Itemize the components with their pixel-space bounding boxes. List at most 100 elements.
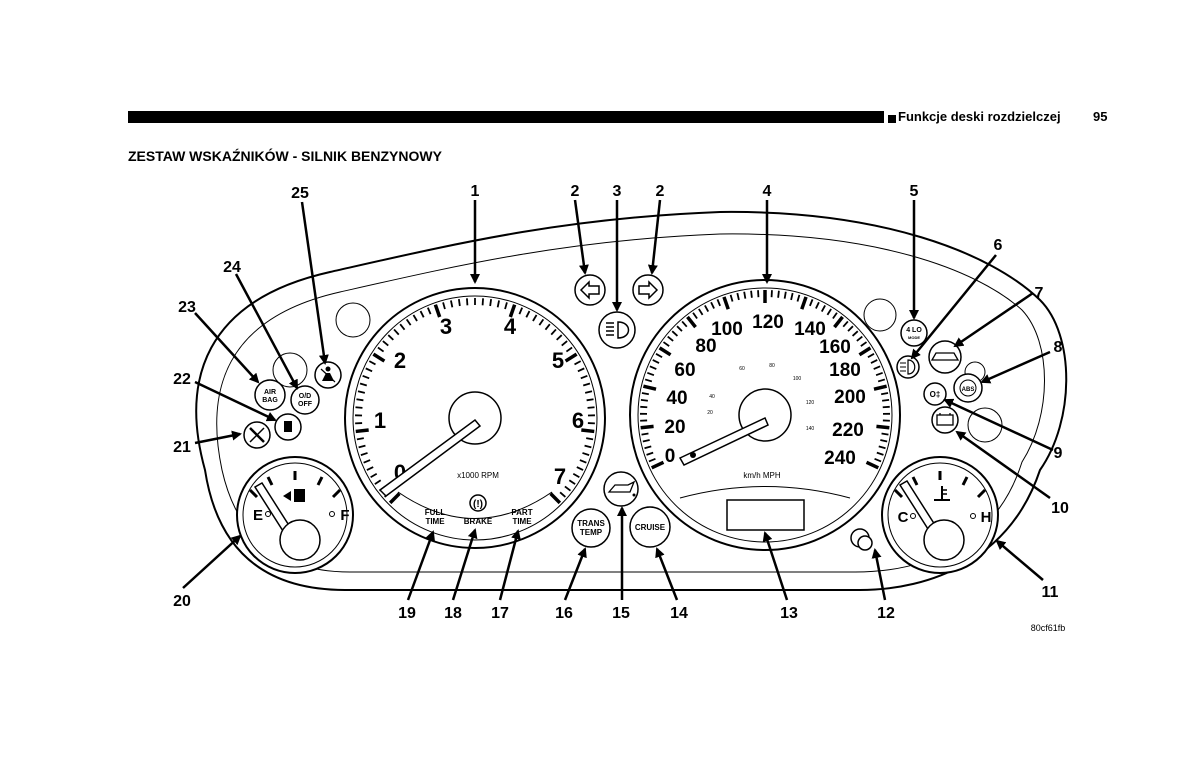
indicator-rear-fog: O‡	[923, 382, 947, 406]
callout-8: 8	[1054, 339, 1063, 356]
callout-1: 1	[471, 183, 480, 200]
tach-indicator-panel	[397, 491, 553, 519]
minor-tick	[867, 353, 875, 359]
callout-15: 15	[612, 605, 630, 622]
minor-tick	[667, 335, 674, 342]
kmh-number-60: 60	[674, 360, 695, 381]
callout-16: 16	[555, 605, 573, 622]
callout-14: 14	[670, 605, 688, 622]
trip-reset-knob	[850, 528, 873, 551]
minor-tick	[676, 325, 683, 332]
major-tick	[650, 460, 665, 470]
minor-tick	[356, 398, 364, 402]
indicator-abs: ABS	[953, 373, 983, 403]
minor-tick	[374, 479, 382, 485]
minor-tick	[847, 325, 854, 332]
svg-text:OFF: OFF	[298, 401, 313, 408]
high-beam-icon	[617, 321, 630, 339]
mph-number-80: 80	[769, 363, 775, 369]
mph-number-100: 100	[793, 376, 802, 382]
major-tick	[640, 424, 654, 430]
kmh-number-200: 200	[834, 387, 866, 408]
minor-tick	[647, 371, 655, 377]
lamp-housing	[967, 407, 1003, 443]
minor-tick	[565, 346, 573, 353]
needle-stop-pin	[690, 452, 696, 458]
minor-tick	[860, 341, 868, 347]
temp-hub	[923, 519, 965, 561]
kmh-number-240: 240	[824, 448, 856, 469]
mph-number-120: 120	[806, 400, 815, 406]
minor-tick	[365, 367, 373, 373]
arrow-right-icon	[638, 280, 659, 300]
indicator-part-time: PART TIME	[511, 508, 532, 526]
minor-tick	[387, 334, 394, 341]
minor-tick	[880, 439, 888, 443]
major-tick	[581, 428, 595, 434]
major-tick	[658, 346, 672, 357]
minor-tick	[366, 466, 374, 471]
minor-tick	[716, 299, 721, 307]
callout-7: 7	[1035, 285, 1044, 302]
indicator-fog-lamp	[896, 355, 920, 379]
minor-tick	[370, 472, 378, 479]
minor-tick	[851, 330, 859, 337]
turn-signal-left	[574, 274, 606, 306]
high-beam-indicator	[598, 311, 636, 349]
tach-number-2: 2	[394, 348, 406, 373]
minor-tick	[876, 451, 884, 456]
fog-lamp-icon	[907, 359, 916, 375]
minor-tick	[587, 406, 595, 409]
major-tick	[865, 460, 880, 470]
minor-tick	[368, 360, 376, 366]
tach-number-1: 1	[374, 408, 386, 433]
indicator-check-engine	[243, 421, 271, 449]
minor-tick	[576, 466, 584, 471]
header-rule	[128, 111, 884, 123]
major-tick	[686, 315, 697, 329]
indicator-cruise: CRUISE	[629, 506, 671, 548]
minor-tick	[641, 432, 649, 436]
callout-13: 13	[780, 605, 798, 622]
tach-unit-label: x1000 RPM	[457, 471, 499, 480]
header-section-title: Funkcje deski rozdzielczej	[898, 109, 1061, 124]
minor-tick	[586, 437, 594, 441]
minor-tick	[882, 398, 890, 402]
figure-code: 80cf61fb	[1031, 623, 1066, 633]
callout-leader-lines	[182, 199, 1054, 601]
major-tick	[873, 384, 888, 391]
major-tick	[800, 296, 808, 310]
minor-tick	[489, 298, 492, 307]
minor-tick	[559, 491, 566, 498]
tachometer: 0 1 2 3 4 5 6 7 x1000 RPM	[344, 287, 606, 549]
minor-tick	[856, 335, 863, 342]
svg-text:BRAKE: BRAKE	[464, 517, 493, 526]
callout-18: 18	[444, 605, 462, 622]
minor-tick	[783, 291, 787, 299]
header-marker	[888, 115, 896, 123]
minor-tick	[363, 459, 371, 464]
minor-tick	[870, 359, 878, 364]
callout-24: 24	[223, 259, 241, 276]
svg-text:MODE: MODE	[908, 335, 920, 340]
indicator-od-off: O/D OFF	[290, 385, 320, 415]
minor-tick	[572, 472, 580, 479]
minor-tick	[419, 310, 425, 318]
minor-tick	[820, 304, 826, 312]
minor-tick	[427, 307, 432, 315]
tach-number-3: 3	[440, 314, 452, 339]
callout-20: 20	[173, 593, 191, 610]
kmh-number-180: 180	[829, 360, 861, 381]
minor-tick	[880, 392, 889, 396]
lamp-housing	[863, 298, 897, 332]
mph-number-20: 20	[707, 410, 713, 416]
minor-tick	[504, 302, 508, 310]
minor-tick	[584, 390, 593, 394]
odometer-display	[726, 499, 805, 531]
rear-fog-icon: O‡	[930, 390, 941, 399]
seatbelt-icon	[325, 366, 331, 372]
major-tick	[372, 352, 386, 363]
mph-number-60: 60	[739, 366, 745, 372]
minor-tick	[681, 320, 688, 328]
